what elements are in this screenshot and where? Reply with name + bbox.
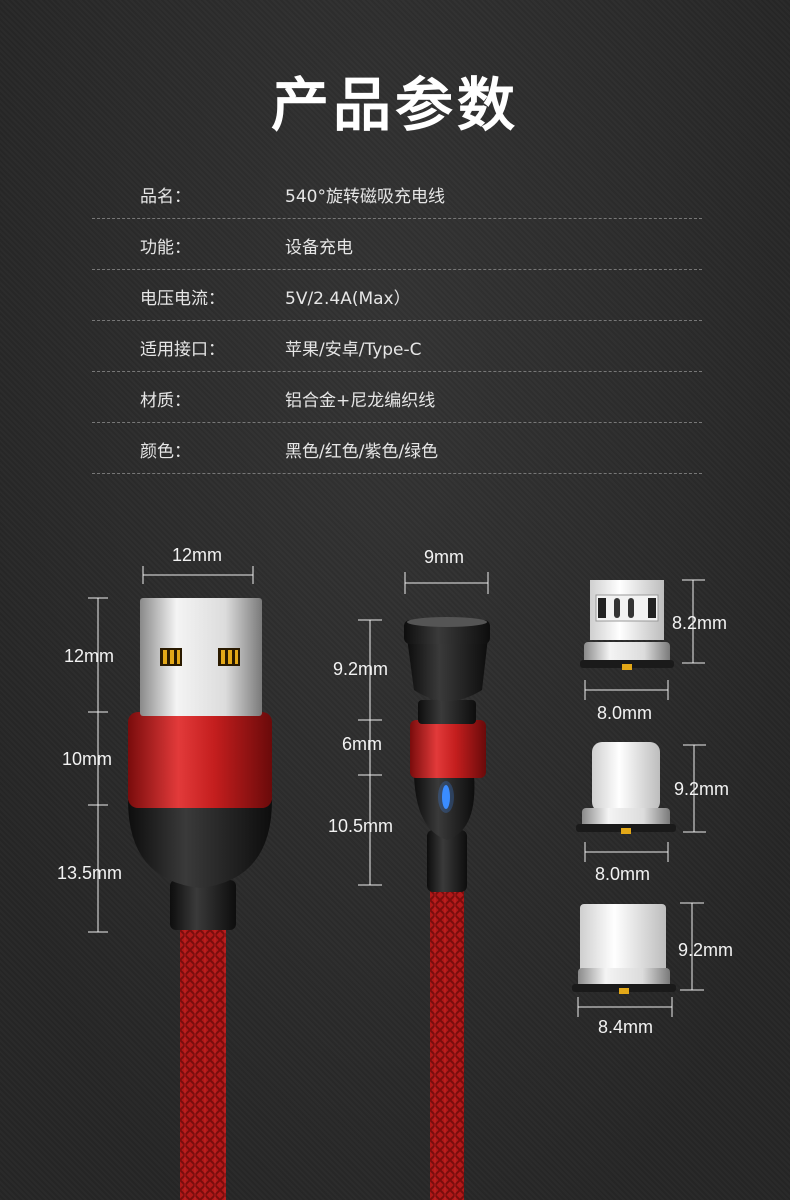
magnetic-dimension-lines xyxy=(358,572,489,886)
spec-row-material: 材质： 铝合金+尼龙编织线 xyxy=(92,372,702,423)
type-c-width-label: 8.4mm xyxy=(598,1017,654,1037)
micro-dimension-lines xyxy=(584,579,705,700)
spec-row-color: 颜色： 黑色/红色/紫色/绿色 xyxy=(92,423,702,474)
spec-table: 品名： 540°旋转磁吸充电线 功能： 设备充电 电压电流： 5V/2.4A(Max）… xyxy=(92,168,702,474)
page-title: 产品参数 xyxy=(270,71,519,139)
mag-head-length-label: 9.2mm xyxy=(333,659,389,679)
type-c-height-label: 9.2mm xyxy=(678,940,734,960)
mag-width-label: 9mm xyxy=(424,547,464,567)
usb-body-length-label: 13.5mm xyxy=(57,863,123,883)
spec-value: 苹果/安卓/Type-C xyxy=(285,340,422,360)
spec-value: 铝合金+尼龙编织线 xyxy=(285,391,436,411)
spec-label: 电压电流： xyxy=(140,289,225,309)
lightning-dimension-lines xyxy=(584,744,706,862)
usb-plug-length-label: 12mm xyxy=(64,646,115,666)
spec-label: 颜色： xyxy=(140,442,191,462)
magnetic-connector xyxy=(404,617,490,1200)
lightning-tip xyxy=(576,742,676,834)
spec-label: 适用接口： xyxy=(140,340,225,360)
spec-label: 品名： xyxy=(140,187,191,207)
mag-body-length-label: 10.5mm xyxy=(328,816,394,836)
usb-dimension-lines xyxy=(88,566,254,933)
usb-width-label: 12mm xyxy=(172,545,223,565)
mag-ring-length-label: 6mm xyxy=(342,734,382,754)
spec-value: 黑色/红色/紫色/绿色 xyxy=(285,442,439,462)
spec-value: 设备充电 xyxy=(285,238,353,258)
lightning-height-label: 9.2mm xyxy=(674,779,730,799)
type-c-dimension-lines xyxy=(577,902,704,1017)
micro-width-label: 8.0mm xyxy=(597,703,653,723)
spec-value: 540°旋转磁吸充电线 xyxy=(285,187,445,207)
spec-row-interface: 适用接口： 苹果/安卓/Type-C xyxy=(92,321,702,372)
spec-value: 5V/2.4A(Max） xyxy=(285,289,411,309)
lightning-width-label: 8.0mm xyxy=(595,864,651,884)
spec-row-name: 品名： 540°旋转磁吸充电线 xyxy=(92,168,702,219)
micro-height-label: 8.2mm xyxy=(672,613,728,633)
usb-a-connector xyxy=(128,598,272,1200)
micro-usb-tip xyxy=(580,580,674,670)
usb-ring-length-label: 10mm xyxy=(62,749,113,769)
type-c-tip xyxy=(572,904,676,994)
spec-label: 功能： xyxy=(140,238,191,258)
spec-row-voltage: 电压电流： 5V/2.4A(Max） xyxy=(92,270,702,321)
spec-row-function: 功能： 设备充电 xyxy=(92,219,702,270)
spec-label: 材质： xyxy=(140,391,191,411)
